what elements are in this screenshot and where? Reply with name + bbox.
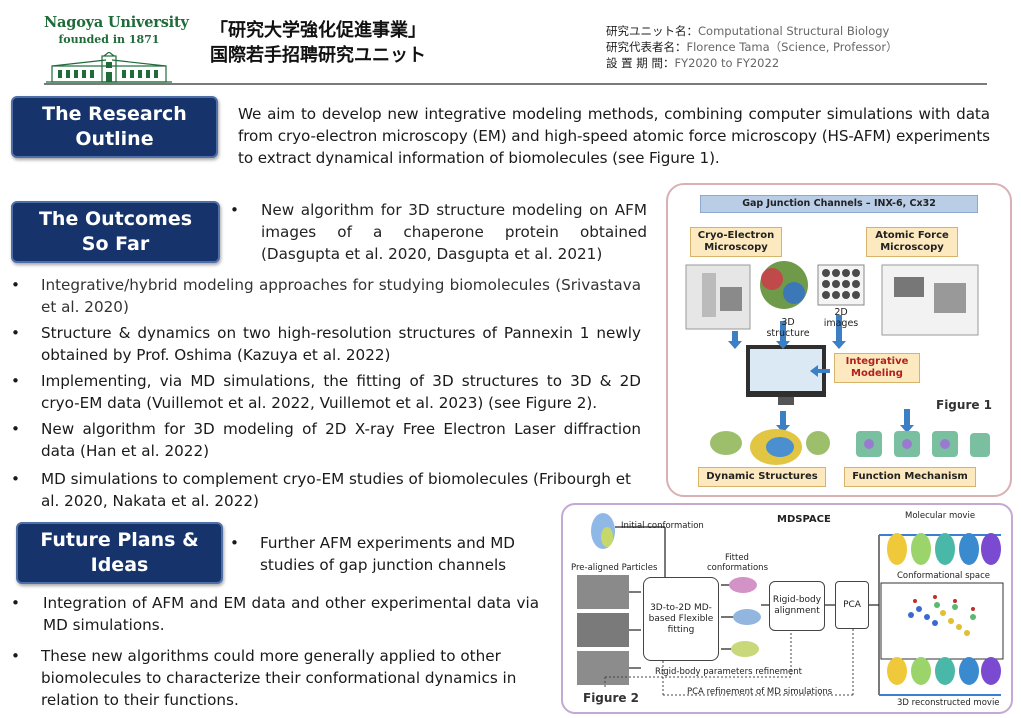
reconstructed-movie-label: 3D reconstructed movie (897, 698, 1000, 708)
program-title: 「研究大学強化促進事業」 国際若手招聘研究ユニット (210, 18, 426, 68)
outcome-text: New algorithm for 3D structure modeling … (261, 201, 647, 263)
program-title-line2: 国際若手招聘研究ユニット (210, 45, 426, 66)
research-outline-text: We aim to develop new integrative modeli… (238, 105, 990, 167)
outcomes-heading-line2: So Far (81, 233, 150, 255)
outcome-text: MD simulations to complement cryo-EM stu… (41, 470, 631, 510)
figure-1-header: Gap Junction Channels – INX-6, Cx32 (700, 195, 978, 213)
bullet-icon: • (11, 276, 20, 294)
future-plans-heading: Future Plans & Ideas (16, 522, 223, 584)
flexible-fitting-box: 3D-to-2D MD-based Flexible fitting (643, 577, 719, 661)
logo-university-name: Nagoya University (44, 14, 189, 31)
figure-2: MDSPACE Initial conformation Pre-aligned… (561, 503, 1013, 714)
initial-conformation-label: Initial conformation (621, 521, 704, 531)
research-outline-heading-line1: The Research (42, 103, 187, 125)
afm-box: Atomic Force Microscopy (866, 227, 958, 257)
label-3d-structure: 3D structure (766, 317, 810, 339)
future-plans-heading-line1: Future Plans & (40, 529, 199, 551)
bullet-icon: • (230, 201, 239, 219)
unit-name-label: 研究ユニット名： (606, 24, 698, 38)
rigid-body-refinement-label: Rigid-body parameters refinement (655, 667, 802, 677)
figure-2-illustration (577, 513, 1004, 696)
bullet-icon: • (11, 594, 20, 612)
future-plan-text: Integration of AFM and EM data and other… (43, 594, 539, 634)
period-value: FY2020 to FY2022 (674, 56, 780, 70)
header-divider (44, 83, 987, 85)
representative-value: Florence Tama（Science, Professor） (686, 40, 898, 54)
representative-row: 研究代表者名：Florence Tama（Science, Professor） (606, 39, 898, 55)
pca-refinement-label: PCA refinement of MD simulations (687, 687, 833, 697)
figure-1-caption: Figure 1 (936, 398, 993, 412)
dynamic-structures-box: Dynamic Structures (698, 467, 826, 487)
bullet-icon: • (11, 372, 20, 390)
bullet-icon: • (11, 647, 20, 665)
molecular-movie-label: Molecular movie (905, 511, 976, 521)
figure-2-caption: Figure 2 (583, 691, 640, 705)
bullet-icon: • (11, 324, 20, 342)
unit-name-value: Computational Structural Biology (698, 24, 890, 38)
period-label: 設 置 期 間： (606, 56, 675, 70)
figure-1-illustration (685, 261, 990, 465)
prealigned-particles-label: Pre-aligned Particles (571, 563, 658, 573)
label-2d-images: 2D images (823, 307, 859, 329)
future-plan-text: These new algorithms could more generall… (41, 647, 517, 709)
outcomes-heading: The Outcomes So Far (11, 201, 220, 263)
bullet-icon: • (230, 534, 239, 552)
bullet-icon: • (11, 470, 20, 488)
mdspace-title: MDSPACE (777, 514, 831, 525)
outcome-text: Implementing, via MD simulations, the fi… (41, 372, 641, 412)
conformational-space-label: Conformational space (897, 571, 991, 581)
university-building-icon (46, 52, 172, 83)
outcomes-heading-line1: The Outcomes (38, 208, 193, 230)
university-logo: Nagoya University founded in 1871 (44, 14, 189, 84)
unit-info: 研究ユニット名：Computational Structural Biology… (606, 23, 898, 71)
fitted-conformations-label: Fitted conformations (707, 553, 768, 573)
outcome-text: Structure & dynamics on two high-resolut… (41, 324, 641, 364)
period-row: 設 置 期 間：FY2020 to FY2022 (606, 55, 898, 71)
rigid-body-alignment-box: Rigid-body alignment (769, 581, 825, 631)
future-plans-heading-line2: Ideas (90, 554, 149, 576)
program-title-line1: 「研究大学強化促進事業」 (210, 20, 426, 41)
outcome-text: Integrative/hybrid modeling approaches f… (41, 276, 641, 316)
logo-founded-text: founded in 1871 (58, 33, 160, 46)
research-outline-heading: The Research Outline (11, 96, 218, 158)
representative-label: 研究代表者名： (606, 40, 687, 54)
figure-1: Gap Junction Channels – INX-6, Cx32 Cryo… (666, 183, 1012, 497)
bullet-icon: • (11, 420, 20, 438)
outcome-text: New algorithm for 3D modeling of 2D X-ra… (41, 420, 641, 460)
cryo-em-box: Cryo-Electron Microscopy (690, 227, 782, 257)
list-item: • New algorithm for 3D structure modelin… (230, 199, 648, 265)
function-mechanism-box: Function Mechanism (844, 467, 976, 487)
unit-name-row: 研究ユニット名：Computational Structural Biology (606, 23, 898, 39)
research-outline-heading-line2: Outline (75, 128, 154, 150)
future-plan-text: Further AFM experiments and MD studies o… (260, 534, 515, 574)
pca-box: PCA (835, 581, 869, 629)
integrative-modeling-box: Integrative Modeling (834, 353, 920, 383)
